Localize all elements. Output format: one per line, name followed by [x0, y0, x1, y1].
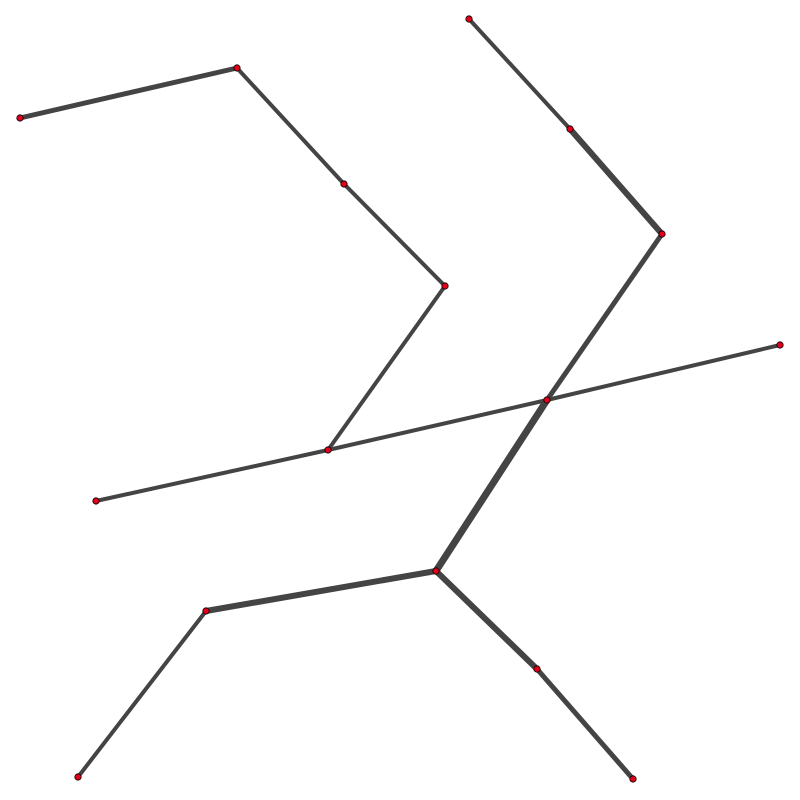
edge-d — [326, 284, 447, 452]
edge-j — [544, 231, 665, 403]
node — [465, 15, 473, 23]
edge-e — [94, 448, 330, 503]
node — [92, 497, 100, 505]
edge-n — [433, 568, 540, 672]
edge-b — [235, 66, 346, 186]
node — [533, 665, 541, 673]
node — [543, 396, 551, 404]
node — [432, 567, 440, 575]
node — [776, 341, 784, 349]
edge-c — [342, 182, 447, 288]
node — [441, 282, 449, 290]
node — [629, 775, 637, 783]
node — [74, 773, 82, 781]
edge-f — [326, 398, 549, 452]
node — [16, 114, 24, 122]
node — [233, 64, 241, 72]
node — [340, 180, 348, 188]
edge-m — [76, 609, 208, 779]
edge-i — [567, 126, 665, 237]
node — [658, 230, 666, 238]
node — [566, 125, 574, 133]
node — [202, 607, 210, 615]
edge-a — [17, 65, 240, 121]
node — [324, 446, 332, 454]
edge-h — [467, 17, 572, 131]
edge-l — [203, 568, 439, 614]
edge-k — [432, 396, 551, 575]
edge-o — [534, 666, 636, 782]
edge-g — [545, 343, 782, 402]
